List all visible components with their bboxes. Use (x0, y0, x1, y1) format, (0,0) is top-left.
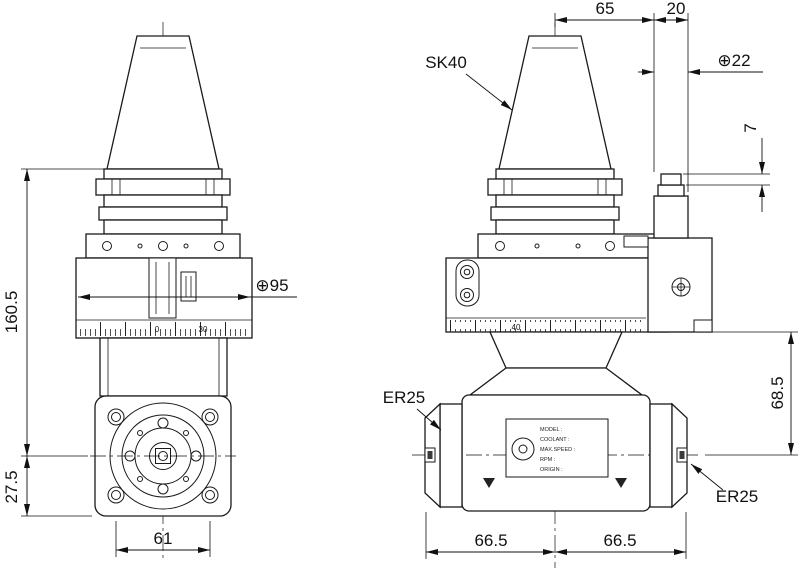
sk40-taper-front (106, 35, 220, 170)
nameplate-line-origin: ORIGIN : (540, 467, 563, 473)
graduated-dial-front: 0 30 (75, 257, 253, 339)
dim-665-right-label: 66.5 (603, 531, 636, 550)
dim-span-665: 66.5 66.5 (425, 512, 687, 559)
nameplate: MODEL : COOLANT : MAX.SPEED : RPM : ORIG… (505, 418, 609, 478)
dim-port-offset-20: 20 (654, 0, 689, 192)
nameplate-line-rpm: RPM : (540, 457, 556, 463)
dim-flange-width: 61 (115, 521, 211, 557)
dim-685-label: 68.5 (768, 376, 787, 409)
front-scale-label-30: 30 (199, 325, 208, 334)
body-neck-front (99, 337, 228, 397)
er25-left-label: ER25 (383, 388, 426, 407)
dim-body-diameter-label: ⊕95 (255, 276, 288, 295)
dim-cap-height-7: 7 (683, 123, 770, 212)
label-er25-right: ER25 (690, 463, 759, 506)
dim-dia22-label: ⊕22 (717, 51, 750, 70)
dim-width-label: 61 (154, 529, 173, 548)
dim-port-diameter-22: ⊕22 (638, 51, 763, 75)
dim-axis-height-685: 68.5 (668, 331, 798, 456)
nameplate-line-coolant: COOLANT : (540, 437, 570, 443)
dim-body-diameter: ⊕95 (78, 276, 297, 300)
output-flange-front (90, 395, 236, 517)
dim-20-label: 20 (667, 0, 686, 18)
dim-height-label: 160.5 (2, 291, 21, 334)
graduated-dial-side: 40 (445, 257, 669, 333)
sk40-label: SK40 (425, 53, 467, 72)
taper-flange-side (487, 168, 623, 235)
label-sk40: SK40 (425, 53, 513, 111)
front-view: 0 30 (2, 22, 297, 562)
label-er25-left: ER25 (383, 388, 442, 431)
dim-offset-label: 27.5 (2, 470, 21, 503)
dim-overall-height: 160.5 27.5 (2, 168, 104, 517)
taper-flange-front (95, 168, 231, 235)
nameplate-line-model: MODEL : (540, 427, 563, 433)
top-plate-front (85, 233, 241, 259)
nameplate-line-speed: MAX.SPEED : (540, 447, 576, 453)
side-view: 40 (383, 0, 798, 568)
stop-block-side (623, 173, 713, 333)
dim-65-label: 65 (596, 0, 615, 18)
dim-7-label: 7 (741, 123, 760, 132)
er25-right-label: ER25 (716, 487, 759, 506)
side-scale-label-40: 40 (512, 323, 521, 332)
sk40-taper-side (498, 35, 612, 170)
dim-spindle-offset-65: 65 (554, 0, 655, 172)
body-transition-side (468, 331, 644, 396)
dim-665-left-label: 66.5 (474, 531, 507, 550)
front-scale-label-0: 0 (155, 325, 160, 334)
